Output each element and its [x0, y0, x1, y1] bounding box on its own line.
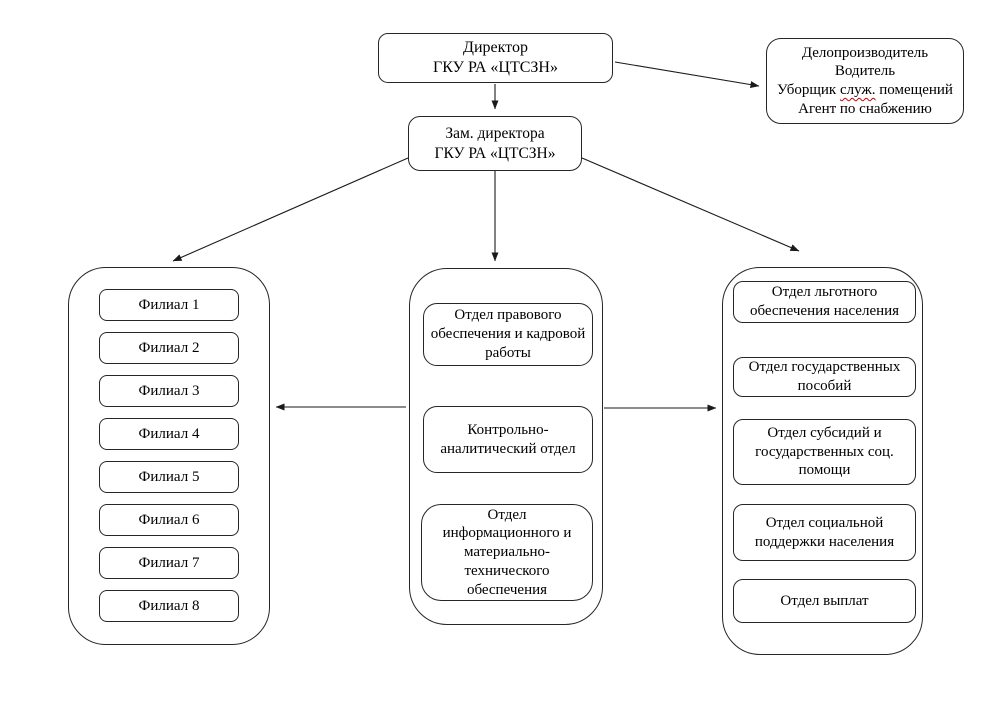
dept-benefits-box: Отдел льготного обеспечения населения — [733, 281, 916, 323]
social-departments-group: Отдел льготного обеспечения населения От… — [722, 267, 923, 655]
branch-box-1: Филиал 1 — [99, 289, 239, 321]
dept-social-support-box: Отдел социальной поддержки населения — [733, 504, 916, 561]
staff-box: Делопроизводитель Водитель Уборщик служ.… — [766, 38, 964, 124]
branch-box-8: Филиал 8 — [99, 590, 239, 622]
dept-it-logistics-box: Отдел информационного и материально- тех… — [421, 504, 593, 601]
director-box: Директор ГКУ РА «ЦТСЗН» — [378, 33, 613, 83]
staff-box-lines: Делопроизводитель Водитель Уборщик служ.… — [777, 44, 953, 119]
branch-box-3: Филиал 3 — [99, 375, 239, 407]
branches-group: Филиал 1 Филиал 2 Филиал 3 Филиал 4 Фили… — [68, 267, 270, 645]
arrow-director-to-staff — [614, 61, 760, 89]
central-departments-group: Отдел правового обеспечения и кадровой р… — [409, 268, 603, 625]
branch-box-6: Филиал 6 — [99, 504, 239, 536]
staff-line-clerk: Делопроизводитель — [801, 44, 929, 61]
deputy-director-box: Зам. директора ГКУ РА «ЦТСЗН» — [408, 116, 582, 171]
spellcheck-underline-text: служ. — [839, 82, 876, 98]
dept-payments-box: Отдел выплат — [733, 579, 916, 623]
staff-line-cleaner: Уборщик служ. помещений — [777, 82, 953, 98]
staff-line-supply-agent: Агент по снабжению — [798, 100, 932, 117]
dept-legal-hr-box: Отдел правового обеспечения и кадровой р… — [423, 303, 593, 366]
branch-box-7: Филиал 7 — [99, 547, 239, 579]
arrow-deputy-to-branches — [172, 157, 409, 262]
staff-line-driver: Водитель — [834, 63, 896, 80]
branch-box-2: Филиал 2 — [99, 332, 239, 364]
dept-control-analytics-box: Контрольно- аналитический отдел — [423, 406, 593, 473]
branch-box-5: Филиал 5 — [99, 461, 239, 493]
dept-state-allowances-box: Отдел государственных пособий — [733, 357, 916, 397]
branch-box-4: Филиал 4 — [99, 418, 239, 450]
dept-subsidies-box: Отдел субсидий и государственных соц. по… — [733, 419, 916, 485]
arrow-deputy-to-social-departments — [581, 157, 800, 252]
